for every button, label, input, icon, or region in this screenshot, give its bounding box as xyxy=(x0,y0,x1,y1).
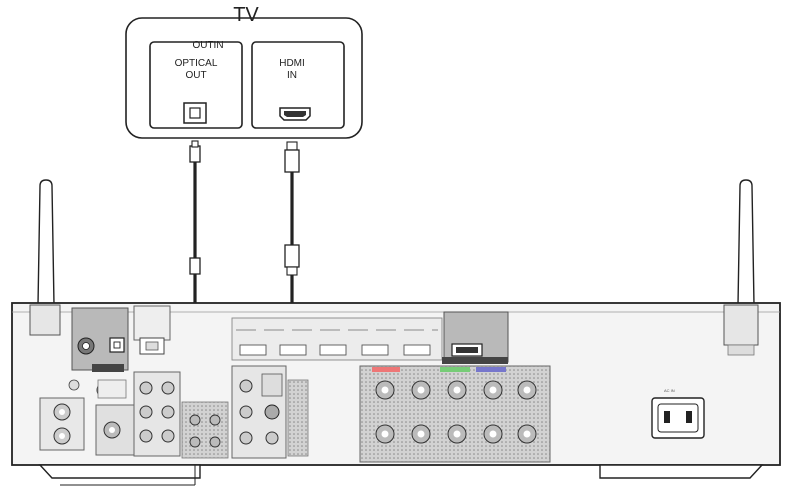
left-antenna xyxy=(37,179,55,306)
tv-optical-port xyxy=(183,102,207,124)
ac-in-label: AC IN xyxy=(664,388,675,393)
optical-out-line2: OUT xyxy=(185,69,207,81)
tv-unit xyxy=(125,17,363,139)
tv-title: TV xyxy=(233,4,259,26)
optical-out-panel xyxy=(149,41,243,129)
hdmi-in-line2: IN xyxy=(287,69,297,81)
hdmi-in-panel xyxy=(251,41,345,129)
outin-label: OUTIN xyxy=(192,40,224,51)
optical-out-line1: OPTICAL xyxy=(174,58,218,69)
av-receiver xyxy=(11,302,781,486)
speaker-terminals xyxy=(359,365,551,463)
right-antenna xyxy=(737,179,755,306)
tv-hdmi-port xyxy=(279,107,311,121)
optical-out-label: OPTICAL OUT xyxy=(160,58,232,81)
hdmi-in-line1: HDMI xyxy=(279,58,305,69)
hdmi-in-label: HDMI IN xyxy=(262,58,322,81)
